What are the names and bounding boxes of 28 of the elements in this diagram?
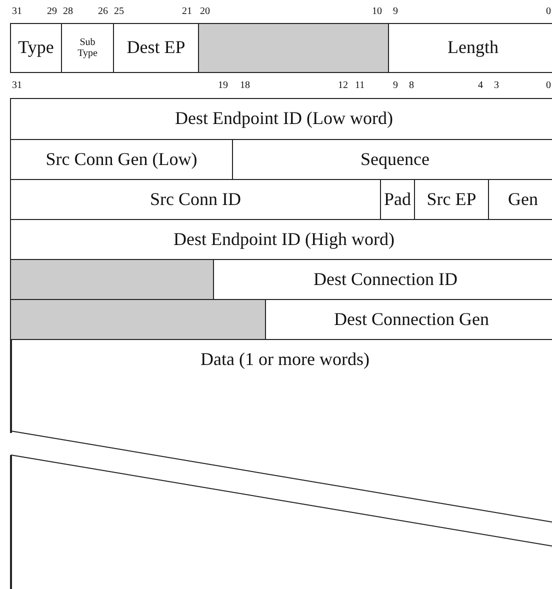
bit-number: 9 [393,6,398,18]
bit-number: 31 [12,6,22,18]
bit-number: 28 [63,6,73,18]
bit-number: 21 [182,6,192,18]
bit-number: 20 [200,6,210,18]
bit-number: 4 [478,80,483,92]
bit-number: 10 [372,6,382,18]
packet-field: Length [388,23,552,73]
bit-number: 11 [355,80,365,92]
reserved-field [198,23,389,73]
reserved-field [10,259,214,300]
reserved-field [10,299,266,340]
bit-number: 26 [98,6,108,18]
bit-number: 18 [240,80,250,92]
data-field: Data (1 or more words) [10,339,552,433]
bit-number: 31 [12,80,22,92]
bit-number: 19 [218,80,228,92]
bit-number: 12 [338,80,348,92]
bit-number: 0 [546,6,551,18]
bit-number: 9 [393,80,398,92]
packet-field: Sub Type [61,23,114,73]
bit-number: 8 [409,80,414,92]
bit-number: 0 [546,80,551,92]
packet-field: Type [10,23,62,73]
bit-number: 29 [47,6,57,18]
packet-field: Dest Endpoint ID (Low word) [10,98,552,140]
bit-number: 3 [494,80,499,92]
bit-number: 25 [114,6,124,18]
